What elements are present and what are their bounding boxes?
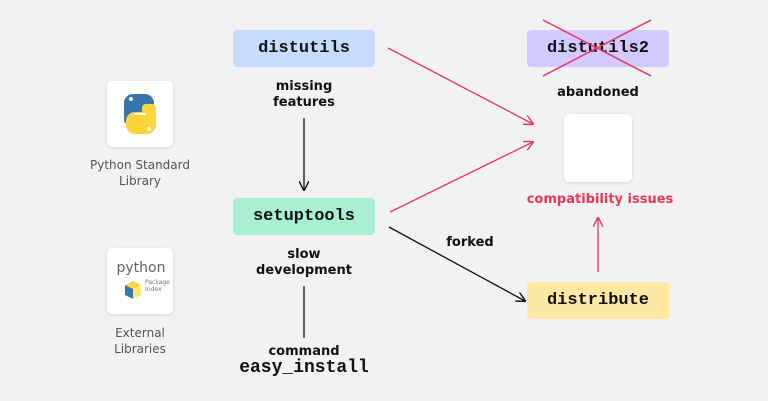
distutils2-node: distutils2 bbox=[527, 30, 669, 67]
external-libraries-label: External Libraries bbox=[114, 326, 166, 356]
setuptools-node: setuptools bbox=[233, 198, 375, 235]
pypi-logo-icon: python Package Index bbox=[107, 248, 173, 314]
python-standard-library-label: Python Standard Library bbox=[89, 158, 190, 188]
command-label: command bbox=[268, 344, 340, 359]
slow-development-label: slow development bbox=[256, 247, 352, 278]
missing-features-label: missing features bbox=[273, 79, 335, 110]
pypi-cube-icon bbox=[125, 281, 141, 299]
abandoned-label: abandoned bbox=[557, 85, 639, 100]
easy-install-node: easy_install bbox=[239, 358, 369, 378]
python-logo-card bbox=[107, 81, 173, 147]
pypi-logo-card: python Package Index bbox=[107, 248, 173, 314]
compatibility-issues-label: compatibility issues bbox=[526, 192, 674, 207]
cross-out-icon bbox=[542, 19, 652, 77]
arrow-distutils-to-compat bbox=[387, 47, 533, 124]
python-logo-icon bbox=[124, 94, 156, 134]
forked-label: forked bbox=[446, 235, 494, 250]
arrow-setuptools-to-distribute bbox=[388, 226, 525, 301]
pypi-logo-word: python bbox=[116, 260, 166, 276]
arrow-setuptools-to-compat bbox=[389, 142, 533, 213]
compatibility-placeholder-card bbox=[564, 114, 632, 182]
pypi-logo-subtitle: Package Index bbox=[145, 279, 170, 293]
distutils-node: distutils bbox=[233, 30, 375, 67]
distribute-node: distribute bbox=[527, 282, 669, 319]
